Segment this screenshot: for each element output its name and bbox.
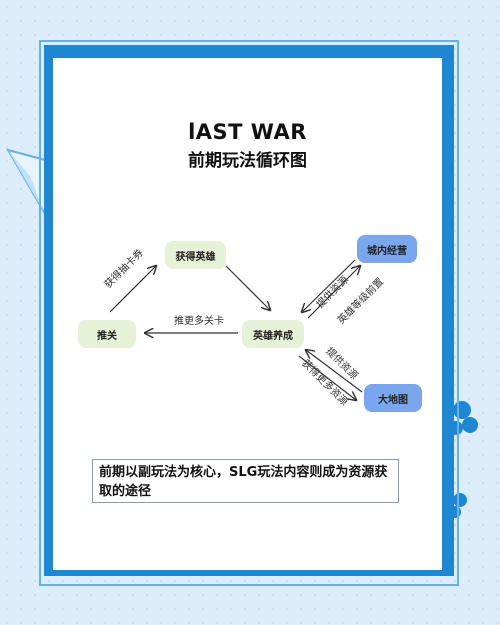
label-push-more-levels: 推更多关卡 bbox=[174, 316, 224, 327]
arrow-push-to-get bbox=[109, 266, 156, 313]
diagram-subtitle: 前期玩法循环图 bbox=[188, 151, 307, 171]
arrow-map-to-training bbox=[306, 350, 363, 393]
outer-frame bbox=[39, 40, 459, 586]
summary-box: 前期以副玩法为核心，SLG玩法内容则成为资源获取的途径 bbox=[92, 459, 399, 503]
node-city-management: 城内经营 bbox=[357, 235, 417, 263]
node-hero-training: 英雄养成 bbox=[242, 320, 304, 348]
arrow-training-to-map bbox=[298, 355, 356, 400]
arrow-city-to-training bbox=[302, 259, 356, 312]
node-push-levels: 推关 bbox=[78, 320, 136, 348]
node-get-heroes: 获得英雄 bbox=[165, 241, 226, 269]
node-world-map: 大地图 bbox=[364, 384, 422, 412]
diagram-title: lAST WAR bbox=[188, 120, 307, 144]
arrow-get-to-training bbox=[225, 265, 270, 310]
right-frame-band bbox=[442, 58, 454, 576]
arrow-training-to-city bbox=[307, 266, 360, 319]
